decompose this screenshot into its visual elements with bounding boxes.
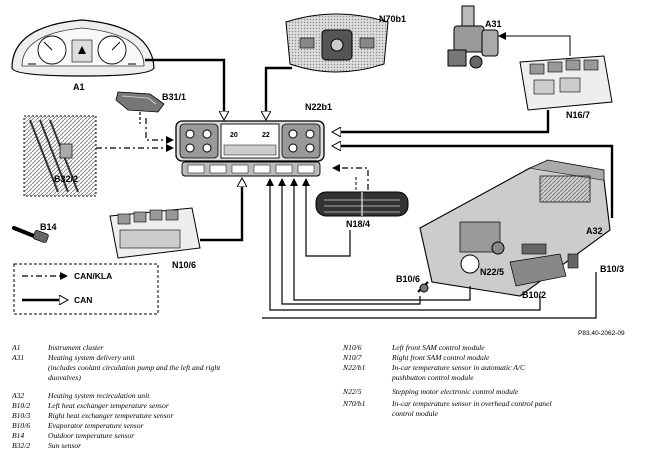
system-diagram: A1 B31/1 B32/2 N70b1 A31 N16/7 xyxy=(11,5,625,337)
key-desc: pushbutton control module xyxy=(392,373,474,382)
label-b10-2: B10/2 xyxy=(522,290,546,300)
label-b10-3: B10/3 xyxy=(600,264,624,274)
key-desc: Right front SAM control module xyxy=(392,353,490,362)
label-n70b1: N70b1 xyxy=(379,14,406,24)
key-desc: Instrument cluster xyxy=(48,343,104,352)
label-n22-5: N22/5 xyxy=(480,267,504,277)
display-left-temp: 20 xyxy=(230,132,238,139)
display-right-temp: 22 xyxy=(262,132,270,139)
key-desc: (includes coolant circulation pump and t… xyxy=(48,363,221,372)
hvac-housing xyxy=(417,159,611,297)
key-desc: Evaporator temperature sensor xyxy=(48,421,144,430)
key-desc: duovalves) xyxy=(48,373,81,382)
key-code: N70/b1 xyxy=(343,399,366,408)
key-desc: Stepping motor electronic control module xyxy=(392,387,519,396)
key-code: A32 xyxy=(12,391,25,400)
label-a32: A32 xyxy=(586,226,603,236)
overhead-control-panel xyxy=(285,13,389,73)
key-desc: In-car temperature sensor in automatic A… xyxy=(392,363,526,372)
right-sam-module xyxy=(519,55,613,111)
key-code: N22/b1 xyxy=(343,363,366,372)
key-code: B14 xyxy=(12,431,25,440)
key-code: N10/6 xyxy=(343,343,362,352)
delivery-unit-a31 xyxy=(447,5,499,69)
key-desc: Left heat exchanger temperature sensor xyxy=(48,401,169,410)
key-code: B10/6 xyxy=(12,421,31,430)
label-b31-1: B31/1 xyxy=(162,92,186,102)
legend-can-kla-label: CAN/KLA xyxy=(74,271,112,281)
label-a31: A31 xyxy=(485,19,502,29)
key-desc: Right heat exchanger temperature sensor xyxy=(48,411,174,420)
label-b10-6: B10/6 xyxy=(396,274,420,284)
legend xyxy=(13,263,159,315)
label-n18-4: N18/4 xyxy=(346,219,370,229)
key-code: A1 xyxy=(12,343,21,352)
label-n22b1: N22b1 xyxy=(305,102,332,112)
key-desc: Outdoor temperature sensor xyxy=(48,431,135,440)
sensor-b31-1 xyxy=(115,91,165,113)
sun-sensor-dashboard xyxy=(23,115,97,197)
key-desc: Heating system recirculation unit xyxy=(48,391,150,400)
label-a1: A1 xyxy=(73,82,85,92)
key-desc: Heating system delivery unit xyxy=(48,353,135,362)
key-code: A31 xyxy=(12,353,25,362)
instrument-cluster xyxy=(11,19,155,77)
label-n16-7: N16/7 xyxy=(566,110,590,120)
key-code: N22/5 xyxy=(343,387,362,396)
key-code: B10/3 xyxy=(12,411,31,420)
key-code: B10/2 xyxy=(12,401,31,410)
key-desc: Left front SAM control module xyxy=(392,343,485,352)
reference-number: P83.40-2062-09 xyxy=(578,330,625,337)
key-code: B32/2 xyxy=(12,441,31,450)
label-n10-6: N10/6 xyxy=(172,260,196,270)
key-desc: In-car temperature sensor in overhead co… xyxy=(392,399,552,408)
label-b32-2: B32/2 xyxy=(54,174,78,184)
connections xyxy=(96,32,614,319)
legend-can-label: CAN xyxy=(74,295,92,305)
key-desc: Sun sensor xyxy=(48,441,82,450)
ac-control-module xyxy=(175,120,325,177)
left-sam-module xyxy=(109,207,201,259)
air-vent-n18-4 xyxy=(315,191,409,217)
outdoor-temp-sensor xyxy=(12,226,49,243)
label-b14: B14 xyxy=(40,222,57,232)
key-desc: control module xyxy=(392,409,438,418)
key-code: N10/7 xyxy=(343,353,362,362)
